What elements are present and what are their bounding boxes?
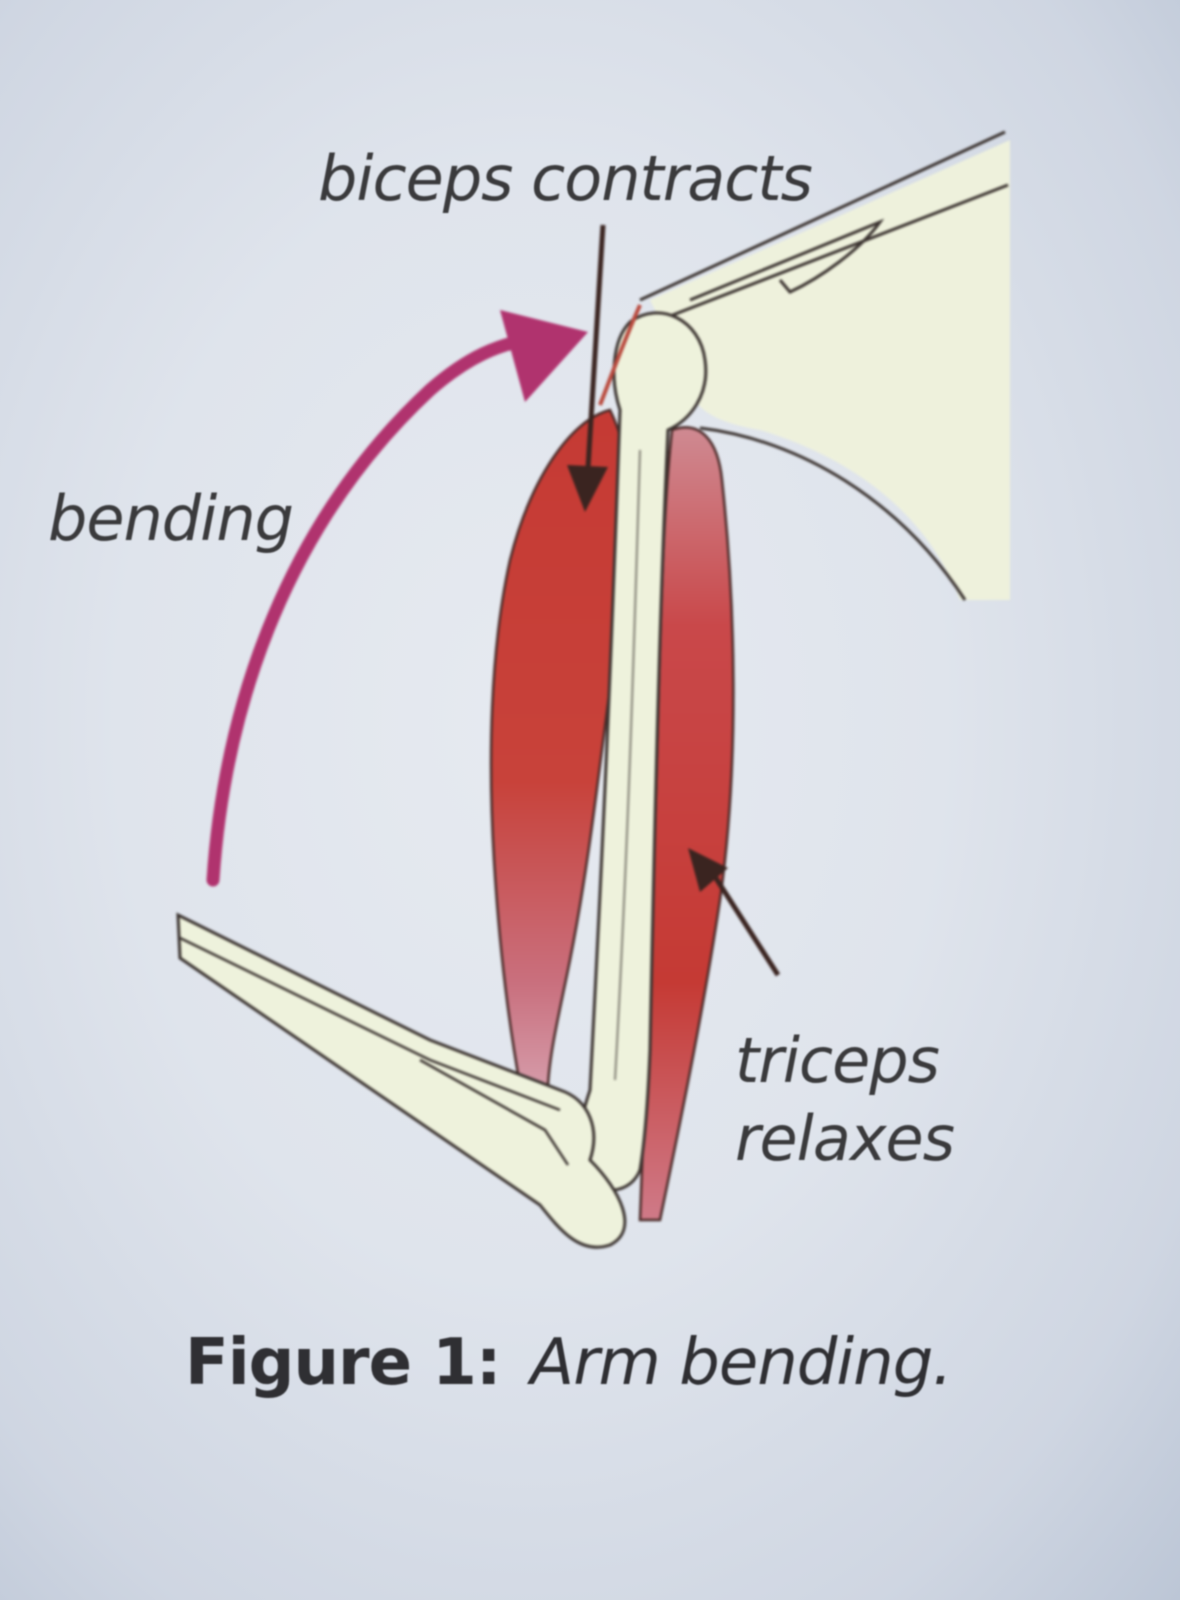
biceps-tendon (598, 304, 642, 406)
biceps-contracts-label: biceps contracts (318, 142, 813, 215)
bending-arrow-head (500, 310, 588, 402)
bending-label: bending (48, 482, 294, 555)
forearm-bone (176, 912, 627, 1249)
figure-caption-text: Arm bending. (530, 1326, 952, 1400)
triceps-relaxes-label: triceps relaxes (735, 1022, 955, 1177)
radius-line (179, 936, 561, 1112)
triceps-label-line2: relaxes (735, 1101, 955, 1175)
shoulder-shape (650, 140, 1010, 600)
triceps-pointer-line (709, 870, 781, 977)
ulna-line (419, 1058, 570, 1166)
figure-number: Figure 1: (185, 1326, 501, 1400)
biceps-pointer-head (567, 465, 608, 512)
triceps-pointer-head (688, 848, 728, 892)
bending-arrow-shaft (206, 333, 532, 887)
biceps-pointer-line (585, 224, 606, 469)
humerus-bone (575, 311, 708, 1192)
torso-outline (699, 426, 967, 601)
scapula-line (689, 218, 885, 302)
clavicle-bone (639, 130, 1009, 320)
humerus-inner-line (614, 449, 641, 1081)
figure-caption: Figure 1: Arm bending. (185, 1326, 953, 1400)
triceps-label-line1: triceps (735, 1024, 940, 1097)
